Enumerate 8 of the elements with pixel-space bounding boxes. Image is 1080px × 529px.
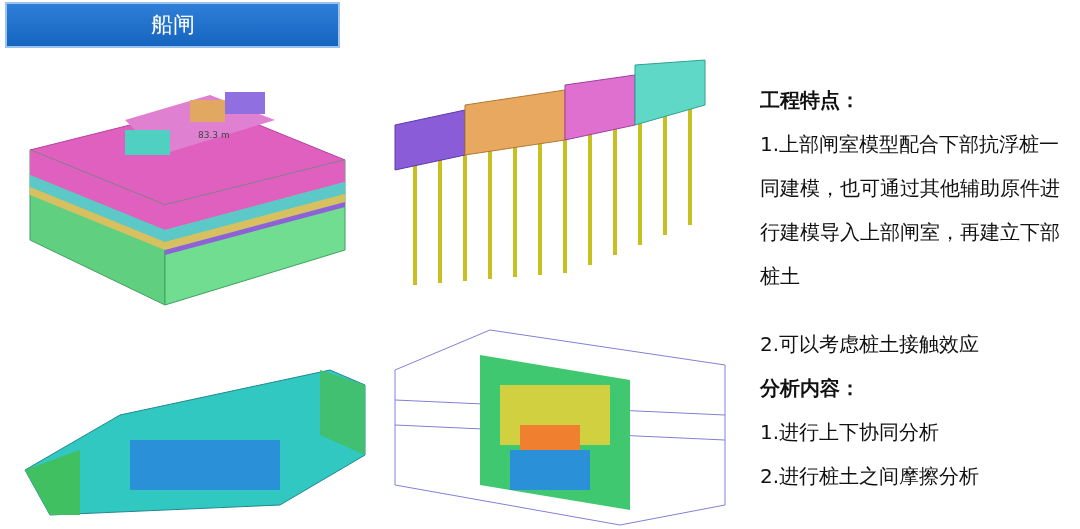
- dimension-label: 83.3 m: [198, 130, 230, 140]
- section-heading: 工程特点：: [760, 87, 861, 114]
- feature-paragraph: 2.可以考虑桩土接触效应: [760, 331, 981, 358]
- analysis-item: 2.进行桩土之间摩擦分析: [760, 463, 981, 490]
- title-banner: 船闸: [5, 2, 340, 48]
- section-heading: 分析内容：: [760, 375, 861, 402]
- analysis-item: 1.进行上下协同分析: [760, 419, 941, 446]
- feature-paragraph: 1.上部闸室模型配合下部抗浮桩一同建模，也可通过其他辅助原件进行建模导入上部闸室，再建立下部桩土: [760, 131, 1060, 290]
